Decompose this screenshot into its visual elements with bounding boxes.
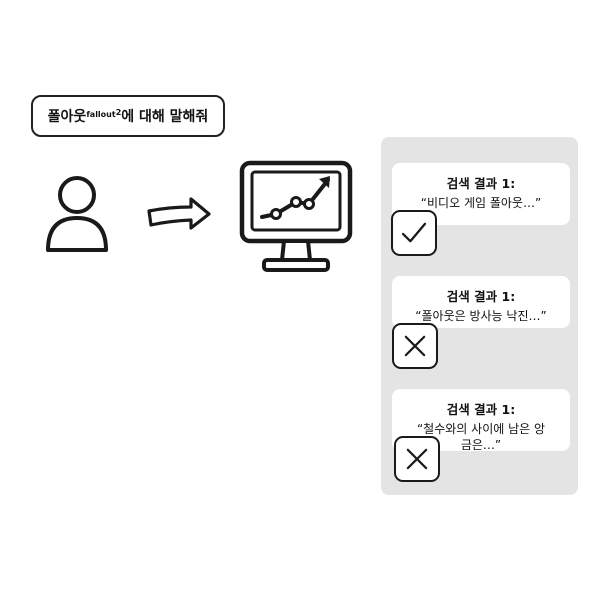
- query-text-rest: 에 대해 말해줘: [121, 109, 209, 125]
- result-title: 검색 결과 1:: [446, 176, 516, 191]
- result-snippet: “비디오 게임 폴아웃…”: [420, 196, 542, 210]
- result-card-2[interactable]: 검색 결과 1: “폴아웃은 방사능 낙진…”: [392, 276, 570, 328]
- user-icon: [46, 176, 108, 252]
- monitor-chart-icon: [239, 160, 353, 272]
- result-snippet: “철수와의 사이에 남은 앙금은…”: [416, 422, 546, 452]
- result-snippet: “폴아웃은 방사능 낙진…”: [415, 309, 547, 323]
- x-icon: [392, 323, 438, 369]
- result-title: 검색 결과 1:: [446, 402, 516, 417]
- result-title: 검색 결과 1:: [446, 289, 516, 304]
- query-text-main: 폴아웃: [47, 109, 87, 125]
- x-icon: [394, 436, 440, 482]
- arrow-right-icon: [147, 197, 211, 230]
- query-superscript: fallout2: [86, 107, 122, 119]
- check-icon: [391, 210, 437, 256]
